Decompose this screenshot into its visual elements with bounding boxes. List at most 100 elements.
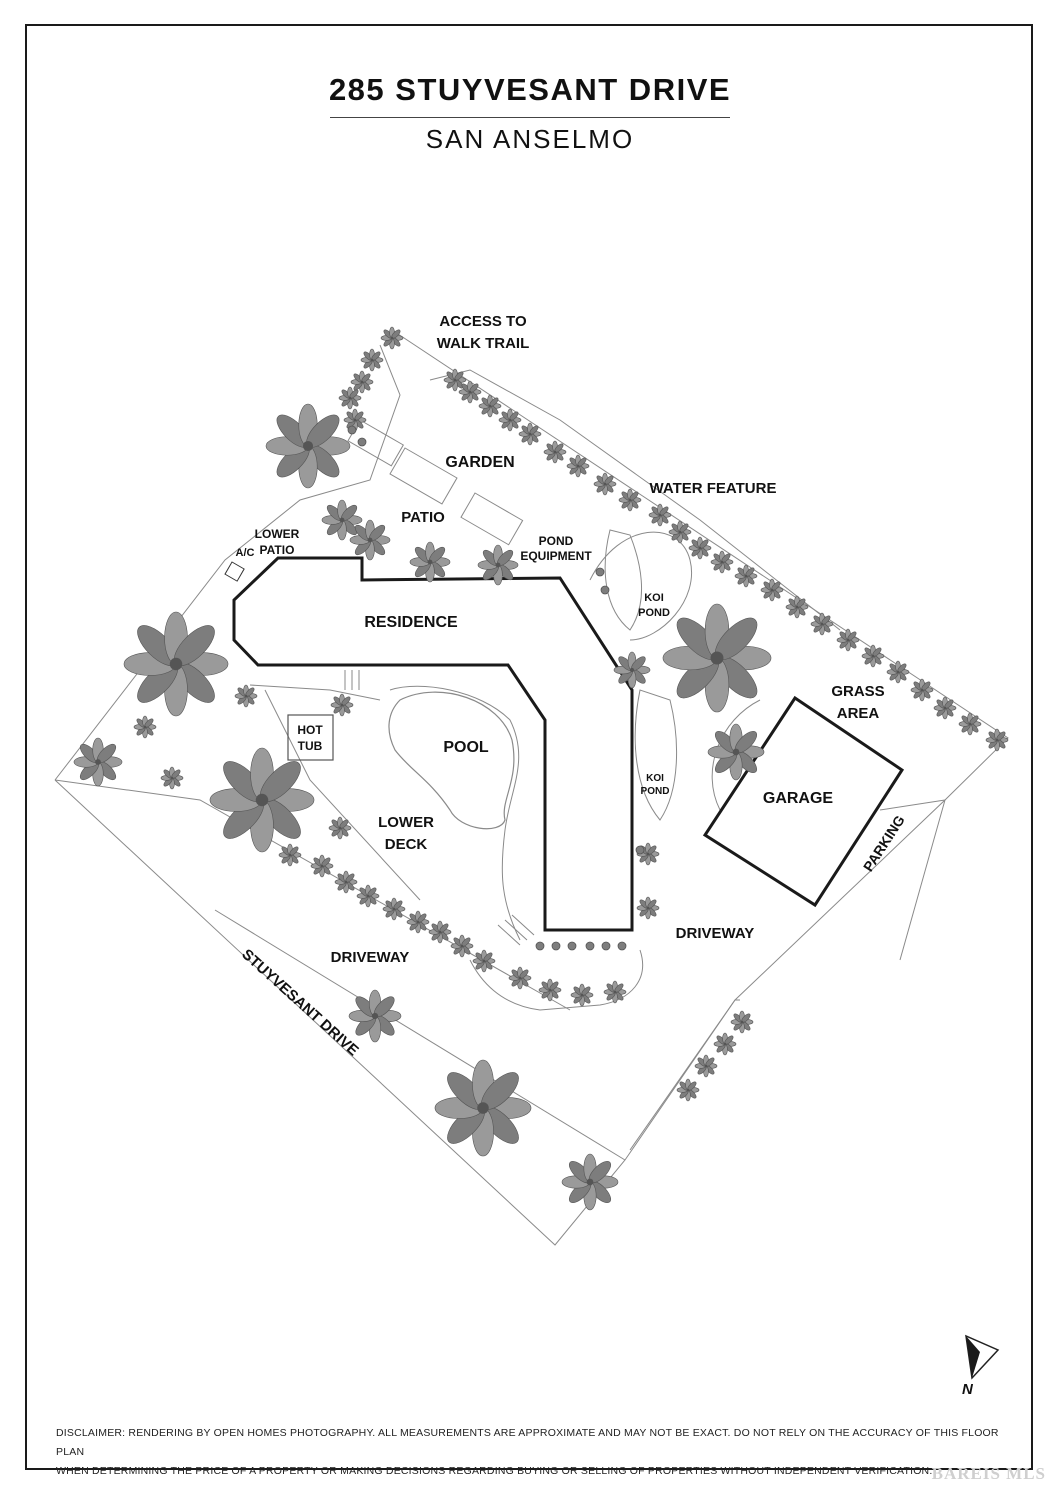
shrub-icon [360, 348, 384, 372]
small-plant-icon [347, 425, 357, 435]
residence-outline [232, 556, 634, 932]
label-ac: A/C [236, 547, 255, 559]
title-divider [330, 117, 730, 118]
shrub-icon [648, 503, 672, 527]
label-driveway-left: DRIVEWAY [331, 949, 410, 966]
ac-unit [224, 561, 245, 582]
small-plant-icon [551, 941, 561, 951]
property-title: 285 STUYVESANT DRIVE [328, 72, 732, 107]
koi-ponds [589, 529, 692, 821]
shrub-icon [785, 595, 809, 619]
shrub-icon [508, 966, 532, 990]
shrub-icon [133, 715, 157, 739]
tree-canopy [73, 326, 1009, 1211]
stairs [344, 670, 535, 946]
shrub-icon [543, 440, 567, 464]
shrub-icon [234, 684, 258, 708]
shrub-icon [603, 980, 627, 1004]
disclaimer: DISCLAIMER: RENDERING BY OPEN HOMES PHOT… [56, 1424, 1016, 1481]
mls-watermark: BAREIS MLS [931, 1464, 1046, 1483]
shrub-icon [518, 422, 542, 446]
shrub-icon [985, 728, 1009, 752]
north-arrow-icon: N [962, 1334, 1000, 1398]
tree-icon [707, 723, 765, 781]
small-plant-icon [617, 941, 627, 951]
shrub-icon [760, 578, 784, 602]
label-koi-pond-bottom-1: KOI [646, 773, 664, 784]
shrub-icon [443, 368, 467, 392]
shrub-icon [328, 816, 352, 840]
tree-icon [613, 651, 651, 689]
large-tree-icon [209, 747, 315, 853]
tree-icon [349, 519, 391, 561]
page-frame [25, 24, 1033, 1470]
label-koi-pond-top-2: POND [638, 607, 670, 619]
shrub-icon [734, 564, 758, 588]
property-city: SAN ANSELMO [425, 124, 635, 154]
small-plant-icon [585, 941, 595, 951]
large-tree-icon [123, 611, 229, 717]
shrub-icon [538, 978, 562, 1002]
pool-outline [388, 691, 515, 830]
shrub-icon [958, 712, 982, 736]
tree-icon [348, 989, 402, 1043]
tree-icon [321, 499, 363, 541]
label-pool: POOL [443, 739, 489, 756]
shrub-icon [570, 983, 594, 1007]
label-lower-patio-2: PATIO [260, 543, 295, 557]
label-pond-equipment-1: POND [539, 534, 574, 548]
disclaimer-line-1: DISCLAIMER: RENDERING BY OPEN HOMES PHOT… [56, 1427, 999, 1458]
label-garden: GARDEN [445, 454, 514, 471]
shrub-icon [350, 370, 374, 394]
label-hot-tub-2: TUB [298, 739, 323, 753]
garage-outline [702, 695, 905, 908]
shrub-icon [910, 678, 934, 702]
shrub-icon [566, 454, 590, 478]
label-grass-area-1: GRASS [831, 683, 884, 700]
small-plant-icon [600, 585, 610, 595]
shrub-icon [330, 693, 354, 717]
shrub-icon [334, 870, 358, 894]
tree-icon [477, 544, 519, 586]
shrub-icon [861, 644, 885, 668]
north-label: N [962, 1381, 974, 1398]
tree-icon [73, 737, 123, 787]
label-lower-deck-1: LOWER [378, 814, 434, 831]
small-plant-icon [567, 941, 577, 951]
shrub-icon [278, 843, 302, 867]
shrub-icon [618, 488, 642, 512]
shrub-icon [676, 1078, 700, 1102]
shrub-icon [428, 920, 452, 944]
shrub-icon [338, 386, 362, 410]
label-pond-equipment-2: EQUIPMENT [520, 549, 592, 563]
shrub-icon [933, 696, 957, 720]
tree-icon [561, 1153, 619, 1211]
small-plant-icon [601, 941, 611, 951]
large-tree-icon [434, 1059, 532, 1157]
label-koi-pond-top-1: KOI [644, 592, 664, 604]
shrub-icon [694, 1054, 718, 1078]
shrub-icon [310, 854, 334, 878]
shrub-icon [382, 897, 406, 921]
shrub-icon [498, 408, 522, 432]
shrub-icon [458, 380, 482, 404]
shrub-icon [688, 536, 712, 560]
small-plant-icon [535, 941, 545, 951]
label-water-feature: WATER FEATURE [650, 480, 777, 497]
shrub-icon [636, 896, 660, 920]
shrub-icon [668, 520, 692, 544]
label-residence: RESIDENCE [364, 614, 458, 631]
shrub-icon [160, 766, 184, 790]
shrub-icon [836, 628, 860, 652]
small-plant-icon [635, 845, 645, 855]
large-tree-icon [265, 403, 351, 489]
small-plant-icon [595, 567, 605, 577]
shrub-icon [730, 1010, 754, 1034]
disclaimer-line-2: WHEN DETERMINING THE PRICE OF A PROPERTY… [56, 1465, 933, 1477]
shrub-icon [380, 326, 404, 350]
shrub-icon [343, 408, 367, 432]
shrub-icon [406, 910, 430, 934]
shrub-icon [810, 612, 834, 636]
shrub-icon [710, 550, 734, 574]
